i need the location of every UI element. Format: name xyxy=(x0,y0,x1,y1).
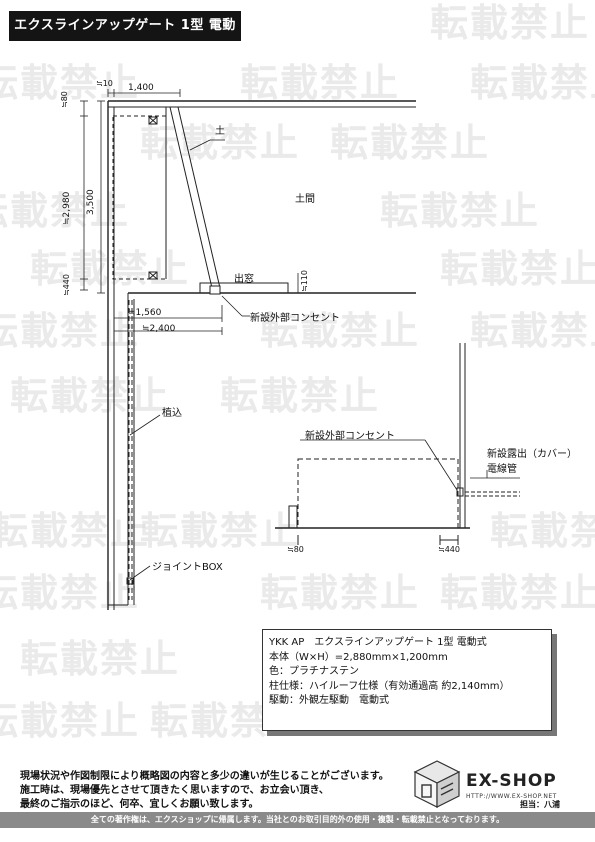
label-soil: 土 xyxy=(215,126,225,137)
dim-label: ≒110 xyxy=(300,270,309,292)
watermark-text: 転載禁止 xyxy=(140,509,301,553)
gate-arm xyxy=(165,106,221,289)
planting-strip xyxy=(126,300,134,600)
label-joint-box: ジョイントBOX xyxy=(152,562,223,573)
dim-label: ≒80 xyxy=(60,91,69,108)
watermark-text: 転載禁止 xyxy=(430,1,591,45)
page-title: エクスラインアップゲート 1型 電動式 xyxy=(9,11,241,63)
watermark-text: 転載禁止 xyxy=(440,571,595,615)
watermark-text: 転載禁止 xyxy=(260,571,421,615)
watermark-text: 転載禁止 xyxy=(380,189,541,233)
spec-line: 本体（W×H）=2,880mm×1,200mm xyxy=(269,651,448,663)
brand-url: HTTP://WWW.EX-SHOP.NET xyxy=(466,793,557,800)
dim-label: ≒440 xyxy=(438,545,460,554)
label-outlet: 新設外部コンセント xyxy=(250,313,340,324)
dim-label: ≒2,980 xyxy=(62,191,72,225)
building-wall xyxy=(107,100,416,610)
watermark-text: 転載禁止 xyxy=(240,61,401,105)
dim-label: 1,400 xyxy=(128,83,154,93)
watermark-text: 転載禁止 xyxy=(440,247,595,291)
gate-post-marker xyxy=(148,116,158,280)
brand-name: EX-SHOP xyxy=(466,771,557,791)
watermark-text: 転載禁止 xyxy=(30,247,191,291)
watermark-text: 転載禁止 xyxy=(260,309,421,353)
dim-label: ≒1,560 xyxy=(128,308,162,318)
notice-line: 現場状況や作図制限により概略図の内容と多少の違いが生じることがございます。 xyxy=(20,771,389,782)
watermark-text: 転載禁止 xyxy=(0,189,131,233)
label-conduit: 電線管 xyxy=(487,464,517,475)
dim-label: 3,500 xyxy=(86,189,96,215)
watermark-text: 転載禁止 xyxy=(470,61,595,105)
dim-label: ≒80 xyxy=(287,545,304,554)
spec-line: YKK AP エクスラインアップゲート 1型 電動式 xyxy=(269,637,487,648)
spec-line: 駆動：外観左駆動 電動式 xyxy=(269,695,389,706)
watermark-text: 転載禁止 xyxy=(220,374,381,418)
house-wall xyxy=(108,282,416,606)
spec-line: 色：プラチナステン xyxy=(269,666,359,677)
label-conduit: 新設露出（カバー） xyxy=(487,449,577,460)
watermark-text: 転載禁止 xyxy=(0,61,141,105)
label-bay-window: 出窓 xyxy=(234,274,254,285)
watermark-text: 転載禁止 xyxy=(0,509,151,553)
dim-label: ≒10 xyxy=(96,79,113,88)
dim-label: ≒2,400 xyxy=(142,324,176,334)
watermark-text: 転載禁止 xyxy=(330,121,491,165)
dim-label: ≒440 xyxy=(62,274,71,296)
watermark-text: 転載禁止 xyxy=(0,571,141,615)
watermark-text: 転載禁止 xyxy=(20,637,181,681)
notice-text: 現場状況や作図制限により概略図の内容と多少の違いが生じることがございます。 施工… xyxy=(20,770,389,812)
label-earthen-floor: 土間 xyxy=(295,194,315,205)
elevation-detail xyxy=(275,343,520,545)
exshop-logo-icon xyxy=(413,759,461,809)
watermark-text: 転載禁止 xyxy=(490,509,595,553)
watermark-text: 転載禁止 xyxy=(0,699,141,743)
watermark-text: 転載禁止 xyxy=(470,309,595,353)
leader-lines xyxy=(129,139,250,581)
notice-line: 最終のご指示のほど、何卒、宜しくお願い致します。 xyxy=(20,799,259,810)
spec-line: 柱仕様：ハイルーフ仕様（有効通過高 約2,140mm） xyxy=(269,680,510,692)
spec-box: YKK AP エクスラインアップゲート 1型 電動式 本体（W×H）=2,880… xyxy=(262,629,552,731)
copyright-footer: 全ての著作権は、エクスショップに帰属します。当社とのお取引目的外の使用・複製・転… xyxy=(0,812,595,828)
watermark-text: 転載禁止 xyxy=(10,374,171,418)
label-planting: 植込 xyxy=(162,408,182,419)
label-outlet-detail: 新設外部コンセント xyxy=(305,431,395,442)
gate-outline-plan xyxy=(112,115,167,280)
notice-line: 施工時は、現場優先とさせて頂きたく思いますので、お立会い頂き、 xyxy=(20,785,329,796)
person-in-charge: 担当：八浦 xyxy=(520,800,560,809)
dimension-lines xyxy=(80,89,299,335)
